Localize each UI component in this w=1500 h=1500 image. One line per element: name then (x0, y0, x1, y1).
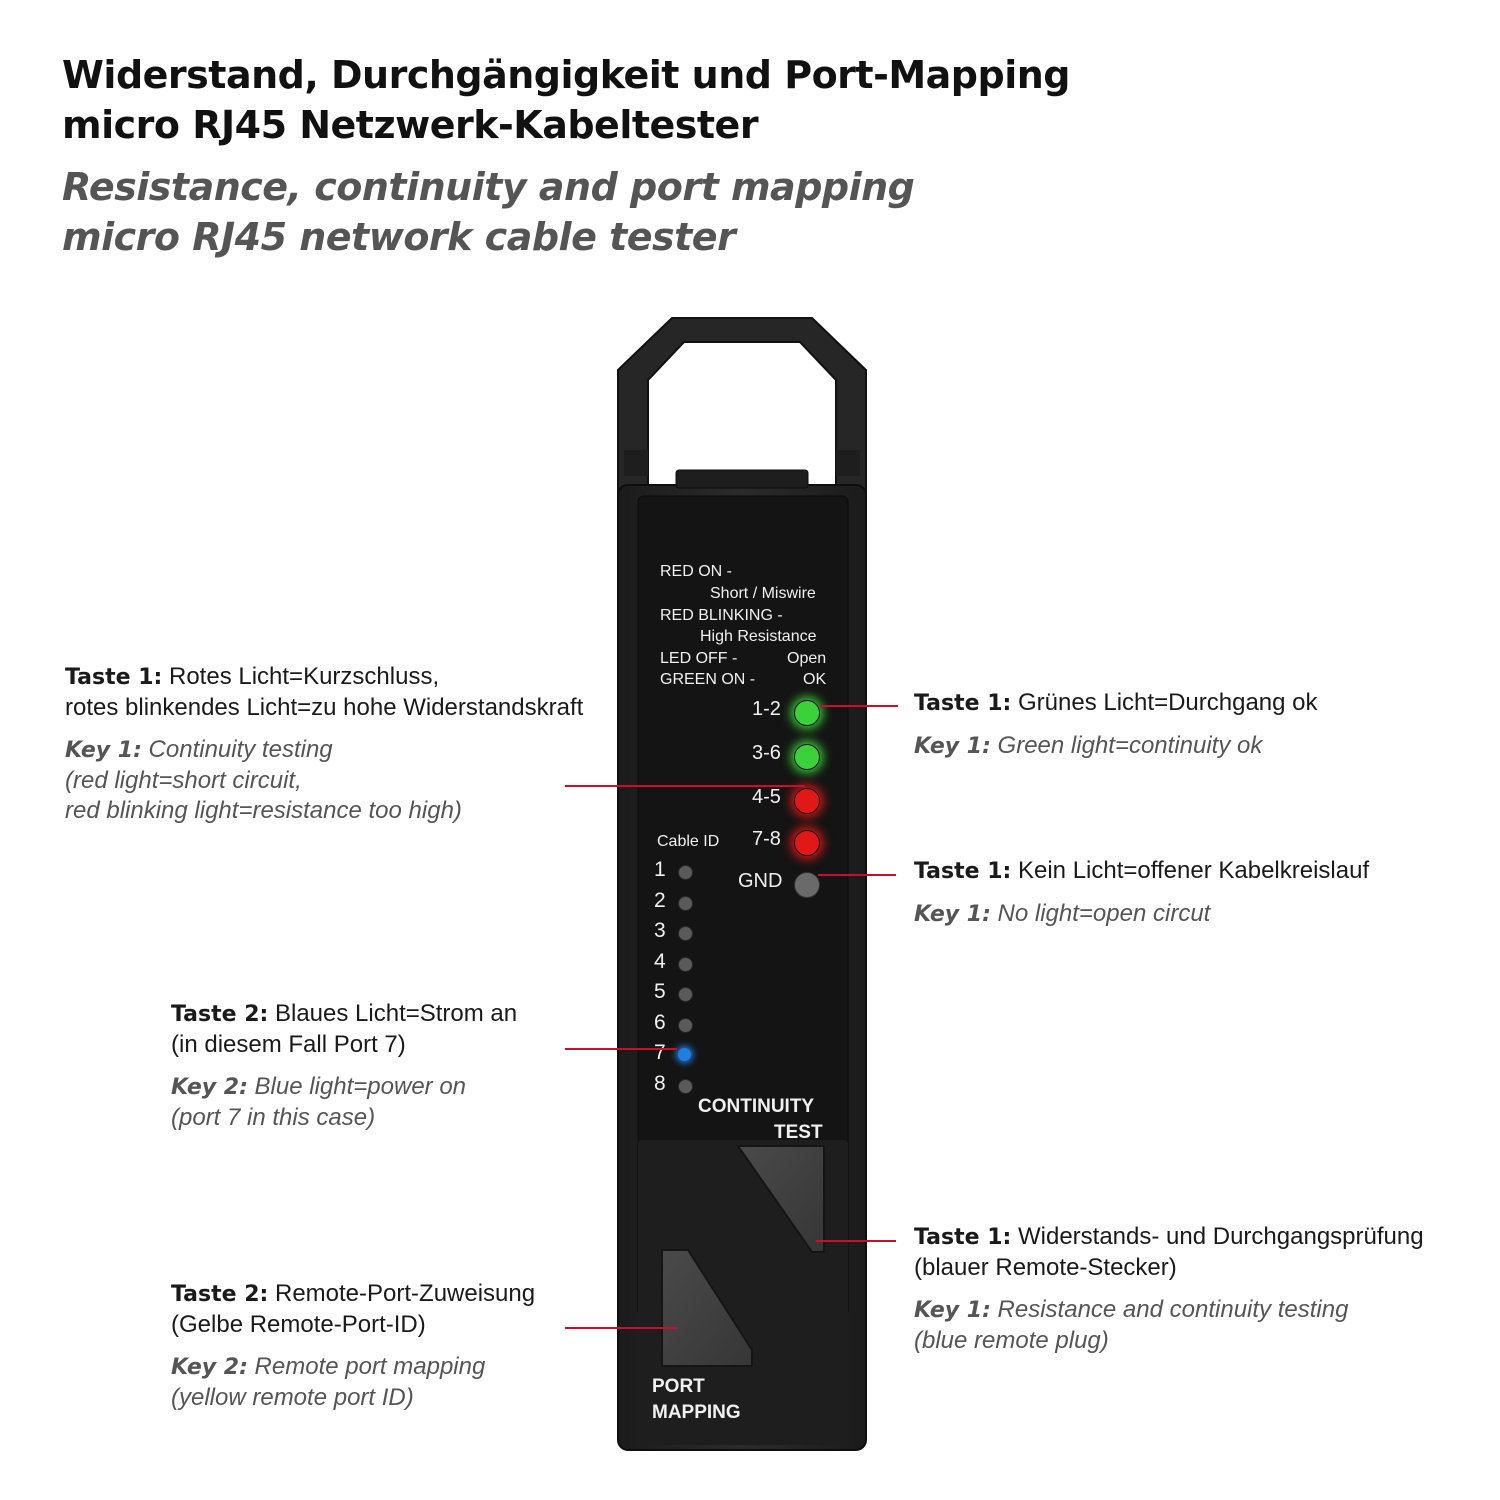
title-de-line1: Widerstand, Durchgängigkeit und Port-Map… (62, 53, 1071, 97)
callout-key2-power-en-key: Key 2: (171, 1075, 248, 1100)
callout-key1-red: Taste 1: Rotes Licht=Kurzschluss, rotes … (65, 662, 583, 826)
pin-led (794, 788, 820, 814)
legend-led-off: LED OFF - (660, 650, 738, 667)
legend-short-miswire: Short / Miswire (710, 585, 816, 602)
title-en-line2: micro RJ45 network cable tester (62, 215, 736, 259)
port-mapping-label-line1: PORT (652, 1376, 705, 1397)
cable-id-number: 5 (654, 980, 666, 1003)
callout-key2-power-en-text1: Blue light=power on (247, 1073, 467, 1100)
callout-key1-continuity-de-text1: Widerstands- und Durchgangsprüfung (1011, 1223, 1424, 1250)
callout-key1-nolight-de-text1: Kein Licht=offener Kabelkreislauf (1011, 857, 1370, 884)
leader-key1-green (820, 705, 898, 707)
callout-key2-mapping-de-text2: (Gelbe Remote-Port-ID) (171, 1311, 426, 1338)
callout-key2-power-de-text2: (in diesem Fall Port 7) (171, 1031, 406, 1058)
callout-key1-continuity-en-text1: Resistance and continuity testing (990, 1296, 1349, 1323)
callout-key1-continuity-en-key: Key 1: (914, 1298, 991, 1323)
callout-key1-continuity-de-key: Taste 1: (914, 1225, 1012, 1250)
cable-id-number: 2 (654, 888, 666, 912)
continuity-test-button[interactable] (738, 1146, 824, 1252)
callout-key1-green-en-key: Key 1: (914, 734, 991, 759)
cable-id-led (678, 1017, 693, 1033)
callout-key1-red-en-text2: (red light=short circuit, (65, 767, 302, 794)
callout-key1-red-de-text1: Rotes Licht=Kurzschluss, (162, 663, 440, 690)
device-body-drawing (617, 317, 867, 1451)
callout-key2-power-en-text2: (port 7 in this case) (171, 1104, 376, 1131)
callout-key2-mapping-de-text1: Remote-Port-Zuweisung (268, 1280, 536, 1307)
legend-high-resistance: High Resistance (700, 628, 817, 645)
pin-label: 4-5 (752, 786, 781, 808)
cable-id-number: 6 (654, 1010, 666, 1034)
callout-key1-green-de-text1: Grünes Licht=Durchgang ok (1011, 689, 1318, 716)
callout-key1-red-de-key: Taste 1: (65, 665, 163, 690)
cable-id-label: Cable ID (657, 833, 720, 850)
pin-label: GND (738, 870, 783, 892)
callout-key1-nolight: Taste 1: Kein Licht=offener Kabelkreisla… (914, 856, 1369, 930)
legend-open: Open (787, 650, 827, 667)
callout-key2-mapping-en-key: Key 2: (171, 1355, 248, 1380)
title-en-line1: Resistance, continuity and port mapping (62, 165, 915, 209)
leader-key2-mapping (565, 1327, 677, 1329)
callout-key1-nolight-en-text1: No light=open circut (990, 900, 1211, 927)
callout-key2-power: Taste 2: Blaues Licht=Strom an (in diese… (171, 999, 517, 1133)
callout-key1-nolight-en-key: Key 1: (914, 902, 991, 927)
cable-id-led (678, 956, 693, 972)
leader-key1-red (565, 785, 805, 787)
port-mapping-button[interactable] (662, 1250, 752, 1366)
continuity-label-line1: CONTINUITY (698, 1096, 815, 1117)
pin-label: 1-2 (752, 698, 781, 720)
callout-key1-red-en-text1: Continuity testing (141, 736, 333, 763)
cable-id-number: 4 (654, 949, 666, 973)
cable-id-number: 7 (654, 1041, 666, 1064)
callout-key1-green: Taste 1: Grünes Licht=Durchgang ok Key 1… (914, 688, 1318, 762)
pin-label: 7-8 (752, 828, 781, 850)
callout-key1-green-en-text1: Green light=continuity ok (990, 732, 1263, 759)
callout-key2-mapping-en-text1: Remote port mapping (247, 1353, 486, 1380)
callout-key1-continuity: Taste 1: Widerstands- und Durchgangsprüf… (914, 1222, 1424, 1356)
callout-key1-red-en-text3: red blinking light=resistance too high) (65, 797, 462, 824)
legend-green-on: GREEN ON - (660, 671, 756, 688)
leader-key1-gnd (818, 874, 896, 876)
cable-id-number: 3 (654, 919, 666, 942)
cable-id-led (678, 865, 693, 880)
continuity-label-line2: TEST (774, 1122, 823, 1143)
leader-key2-power (565, 1048, 677, 1050)
legend-red-on: RED ON - (660, 563, 732, 580)
pin-led (794, 700, 820, 726)
title-de-line2: micro RJ45 Netzwerk-Kabeltester (62, 103, 759, 147)
pin-led (794, 744, 820, 770)
pin-led (794, 872, 820, 898)
cable-id-led (678, 1078, 693, 1094)
cable-id-number: 8 (654, 1071, 666, 1095)
legend-ok: OK (803, 671, 827, 688)
callout-key1-green-de-key: Taste 1: (914, 691, 1012, 716)
callout-key2-power-de-key: Taste 2: (171, 1002, 269, 1027)
callout-key1-continuity-en-text2: (blue remote plug) (914, 1327, 1109, 1354)
cable-id-led (678, 895, 693, 911)
cable-id-led (678, 926, 693, 941)
cable-id-led (678, 1048, 691, 1061)
cable-id-led (678, 987, 693, 1002)
callout-key1-nolight-de-key: Taste 1: (914, 859, 1012, 884)
callout-key1-red-de-text2: rotes blinkendes Licht=zu hohe Widerstan… (65, 694, 584, 721)
leader-key1-continuity (816, 1240, 896, 1242)
legend-red-blinking: RED BLINKING - (660, 607, 783, 624)
callout-key2-mapping-de-key: Taste 2: (171, 1282, 269, 1307)
pin-led (794, 830, 820, 856)
cable-tester-device: RED ON - Short / Miswire RED BLINKING - … (600, 310, 885, 1460)
callout-key2-mapping-en-text2: (yellow remote port ID) (171, 1384, 414, 1411)
pin-label: 3-6 (752, 742, 781, 764)
port-mapping-label-line2: MAPPING (652, 1402, 741, 1423)
callout-key2-mapping: Taste 2: Remote-Port-Zuweisung (Gelbe Re… (171, 1279, 535, 1413)
callout-key2-power-de-text1: Blaues Licht=Strom an (268, 1000, 518, 1027)
cable-id-number: 1 (654, 858, 666, 881)
callout-key1-red-en-key: Key 1: (65, 738, 142, 763)
callout-key1-continuity-de-text2: (blauer Remote-Stecker) (914, 1254, 1177, 1281)
